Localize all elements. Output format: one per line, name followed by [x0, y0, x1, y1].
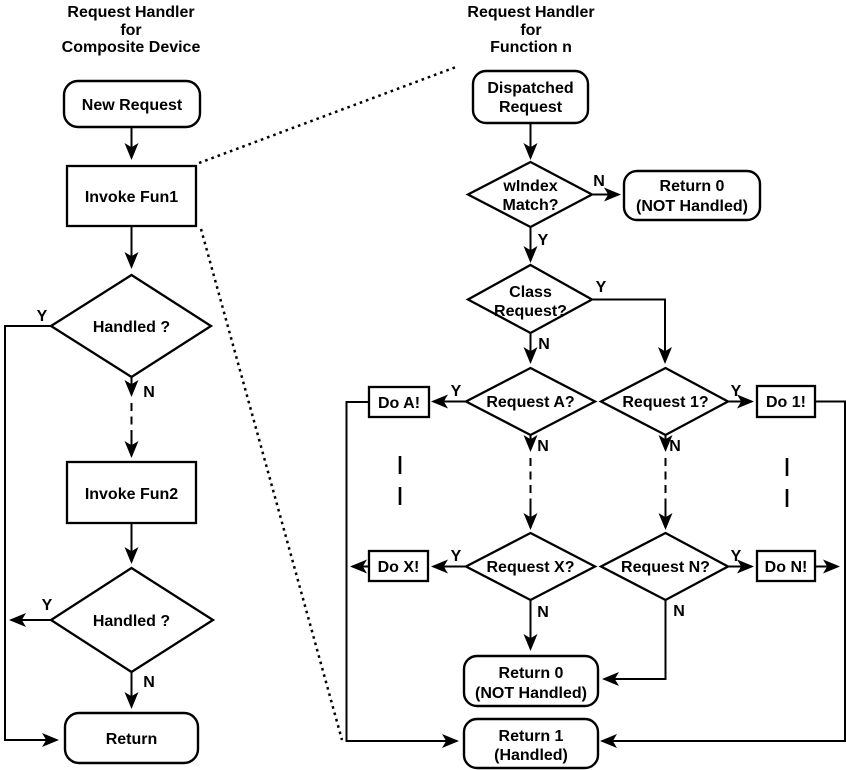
windex-match-label-line2: Match? — [503, 197, 559, 214]
new-request-label: New Request — [82, 97, 183, 114]
return-box — [63, 711, 200, 765]
expansion-dotted-line-top — [198, 65, 457, 165]
handled1-yes-rail-to-return — [4, 325, 59, 747]
return0-top-box — [622, 169, 762, 222]
right-rail-to-return1 — [600, 400, 846, 748]
invoke-fun1-label: Invoke Fun1 — [85, 189, 178, 206]
left-rail-to-return1 — [345, 401, 459, 748]
do-x-node: Do X! — [367, 549, 430, 583]
class-no-label: N — [538, 336, 550, 353]
request-x-yes-label: Y — [451, 548, 462, 565]
request-n-decision: Request N? — [598, 531, 731, 602]
dispatched-request-label-line1: Dispatched — [487, 80, 573, 97]
right-title-line1: Request Handler — [467, 4, 594, 21]
request-a-label: Request A? — [486, 394, 574, 411]
request-a-yes-label: Y — [451, 383, 462, 400]
handled2-decision: Handled ? — [48, 566, 216, 674]
class-request-label-line1: Class — [509, 284, 552, 301]
do-x-label: Do X! — [378, 559, 420, 576]
do-1-node: Do 1! — [755, 384, 817, 419]
do-1-label: Do 1! — [766, 394, 806, 411]
return1-label-line1: Return 1 — [499, 728, 564, 745]
request-a-decision: Request A? — [463, 366, 598, 437]
left-title: Request Handler for Composite Device — [62, 4, 201, 56]
right-title-line2: for — [520, 22, 541, 39]
left-title-line3: Composite Device — [62, 39, 201, 56]
invoke-fun1-node: Invoke Fun1 — [65, 164, 198, 228]
do-n-label: Do N! — [765, 559, 808, 576]
windex-match-label-line1: wIndex — [502, 178, 557, 195]
request-1-decision: Request 1? — [598, 366, 731, 437]
request-n-no-label: N — [673, 603, 685, 620]
composite-device-flowchart: Request Handler for Composite Device New… — [4, 4, 216, 765]
return0-bottom-node: Return 0 (NOT Handled) — [462, 654, 600, 708]
return0-top-node: Return 0 (NOT Handled) — [622, 169, 762, 222]
request-x-decision: Request X? — [463, 531, 598, 602]
class-yes-elbow-arrow — [592, 298, 672, 364]
right-title-line3: Function n — [490, 39, 572, 56]
return-node: Return — [63, 711, 200, 765]
return1-label-line2: (Handled) — [494, 747, 568, 764]
handled1-no-label: N — [143, 384, 155, 401]
request-x-no-label: N — [537, 604, 549, 621]
windex-yes-label: Y — [538, 232, 549, 249]
handled1-yes-label: Y — [37, 308, 48, 325]
return1-box — [462, 717, 600, 770]
request-a-no-label: N — [537, 438, 549, 455]
handled2-no-label: N — [143, 674, 155, 691]
do-n-node: Do N! — [755, 549, 817, 583]
request-n-yes-label: Y — [731, 548, 742, 565]
class-request-decision: Class Request? — [465, 263, 595, 335]
request-n-label: Request N? — [621, 559, 710, 576]
do-a-node: Do A! — [367, 385, 431, 419]
return-label: Return — [106, 731, 158, 748]
invoke-fun1-box — [65, 164, 198, 228]
class-request-label-line2: Request? — [494, 303, 567, 320]
request-1-label: Request 1? — [622, 394, 708, 411]
invoke-fun2-node: Invoke Fun2 — [65, 460, 198, 525]
left-title-line1: Request Handler — [67, 4, 194, 21]
handled2-yes-label: Y — [42, 597, 53, 614]
return0-bottom-label-line1: Return 0 — [499, 665, 564, 682]
function-n-flowchart: Request Handler for Function n Dispatche… — [345, 4, 846, 770]
handled2-label: Handled ? — [93, 613, 170, 630]
new-request-node: New Request — [62, 79, 202, 129]
windex-no-label: N — [593, 173, 605, 190]
handled1-label: Handled ? — [93, 319, 170, 336]
class-yes-label: Y — [596, 279, 607, 296]
request-1-no-label: N — [669, 438, 681, 455]
invoke-fun2-label: Invoke Fun2 — [85, 486, 178, 503]
return0-top-label-line1: Return 0 — [660, 178, 725, 195]
return0-top-label-line2: (NOT Handled) — [636, 198, 748, 215]
request-n-no-elbow-arrow — [602, 600, 667, 686]
right-title: Request Handler for Function n — [467, 4, 594, 56]
do-x-box — [367, 549, 430, 583]
left-title-line2: for — [120, 22, 141, 39]
request-x-label: Request X? — [486, 559, 574, 576]
handled1-decision: Handled ? — [48, 273, 214, 379]
dispatched-request-label-line2: Request — [499, 99, 563, 116]
request-1-yes-label: Y — [731, 383, 742, 400]
return0-bottom-label-line2: (NOT Handled) — [475, 685, 587, 702]
return0-bottom-box — [462, 654, 600, 708]
return1-node: Return 1 (Handled) — [462, 717, 600, 770]
do-a-box — [367, 385, 431, 419]
do-a-label: Do A! — [378, 395, 420, 412]
expansion-dotted-line-bottom — [199, 228, 344, 741]
windex-match-decision: wIndex Match? — [465, 160, 595, 229]
dispatched-request-node: Dispatched Request — [471, 69, 590, 125]
